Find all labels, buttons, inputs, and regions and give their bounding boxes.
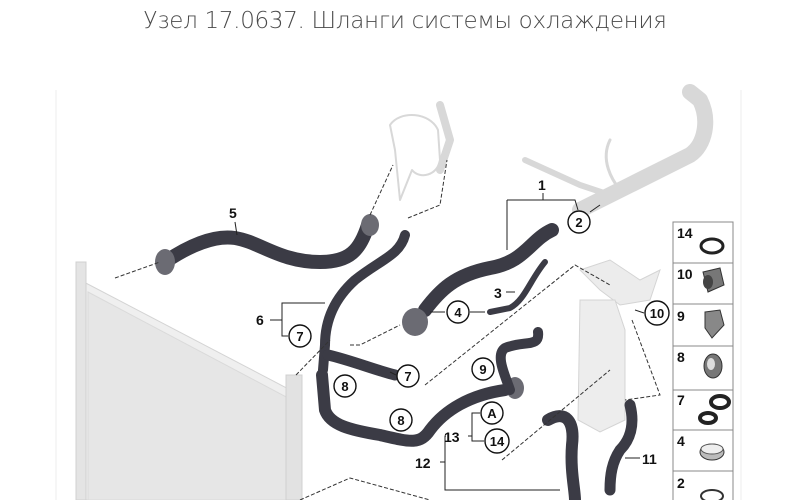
callout-6: 6 [256,312,264,328]
svg-text:9: 9 [479,362,486,377]
callout-14: 14 [484,428,510,454]
svg-text:7: 7 [404,369,411,384]
hose-12 [542,410,581,500]
expansion-tank [577,299,626,433]
hose-holder-icon [709,394,731,410]
callout-11: 11 [642,451,657,467]
legend-item-9: 9 [672,303,734,347]
legend-item-14: 14 [672,221,734,264]
callout-A: A [480,401,504,425]
hose-9 [495,327,544,395]
o-ring-icon [699,237,725,255]
svg-text:4: 4 [454,305,462,320]
callout-9: 9 [471,357,495,381]
clip-icon [704,309,725,339]
callout-2: 2 [567,210,591,234]
hose-6 [318,230,410,381]
svg-text:7: 7 [296,329,303,344]
svg-text:10: 10 [677,266,693,282]
spring-clamp-icon [700,489,724,500]
callout-8a: 8 [333,374,357,398]
svg-text:2: 2 [575,215,582,230]
svg-text:8: 8 [397,413,404,428]
svg-text:7: 7 [677,392,685,408]
svg-text:10: 10 [650,306,664,321]
callout-7a: 7 [288,324,312,348]
svg-text:8: 8 [677,349,685,365]
svg-text:A: A [487,406,497,421]
solid-leaders [234,193,645,491]
svg-text:14: 14 [490,434,505,449]
dashed-leaders [114,159,661,500]
diagram-title: Узел 17.0637. Шланги системы охлаждения [143,8,667,34]
callout-7b: 7 [396,364,420,388]
legend-item-2: 2 [672,470,734,500]
callout-1: 1 [538,177,546,193]
hose-11 [604,399,638,496]
svg-text:14: 14 [677,225,693,241]
callout-3: 3 [494,285,502,301]
svg-text:9: 9 [677,308,685,324]
callout-4: 4 [446,300,470,324]
hose-3 [487,259,548,315]
callout-5: 5 [229,205,237,221]
radiator [75,261,303,500]
hose-1 [402,223,559,336]
callout-10: 10 [644,300,670,326]
svg-text:2: 2 [677,475,685,491]
callout-12: 12 [415,455,431,471]
callout-13: 13 [444,429,460,445]
legend-item-7: 7 [672,389,734,431]
parts-legend: 14 10 9 8 7 4 2 [672,221,734,500]
hose-5 [155,214,379,275]
legend-item-4: 4 [672,429,734,472]
engine-pipe [522,84,714,218]
svg-text:4: 4 [677,433,685,449]
legend-item-8: 8 [672,345,734,391]
thermostat-housing [389,101,454,201]
bracket-part [579,259,661,306]
legend-item-10: 10 [672,262,734,305]
callout-8b: 8 [389,408,413,432]
svg-text:8: 8 [341,379,348,394]
